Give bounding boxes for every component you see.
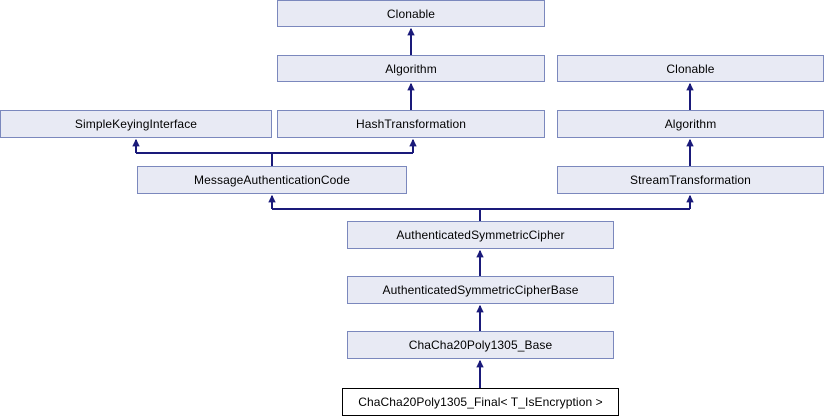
class-node-clonable-top[interactable]: Clonable	[277, 0, 545, 27]
class-node-messageauthenticationcode[interactable]: MessageAuthenticationCode	[137, 166, 407, 194]
class-node-label: Algorithm	[664, 117, 717, 131]
class-node-label: StreamTransformation	[630, 173, 751, 187]
class-node-label: SimpleKeyingInterface	[74, 117, 198, 131]
class-node-clonable-right[interactable]: Clonable	[557, 55, 824, 82]
class-node-algorithm-right[interactable]: Algorithm	[557, 110, 824, 138]
class-node-algorithm-mid[interactable]: Algorithm	[277, 55, 545, 82]
class-node-label: Clonable	[666, 61, 715, 76]
class-node-chacha20poly1305-base[interactable]: ChaCha20Poly1305_Base	[347, 331, 614, 359]
class-node-simplekeyinginterface[interactable]: SimpleKeyingInterface	[0, 110, 272, 138]
class-node-authenticatedsymmetriccipher[interactable]: AuthenticatedSymmetricCipher	[347, 221, 614, 249]
class-node-label: AuthenticatedSymmetricCipherBase	[382, 283, 579, 297]
class-node-authenticatedsymmetriccipherbase[interactable]: AuthenticatedSymmetricCipherBase	[347, 276, 614, 304]
class-node-label: HashTransformation	[355, 117, 467, 131]
class-node-chacha20poly1305-final[interactable]: ChaCha20Poly1305_Final< T_IsEncryption >	[342, 388, 619, 416]
class-node-label: MessageAuthenticationCode	[194, 173, 350, 187]
class-node-label: ChaCha20Poly1305_Final< T_IsEncryption >	[358, 395, 603, 409]
class-node-streamtransformation[interactable]: StreamTransformation	[557, 166, 824, 194]
class-node-label: Algorithm	[385, 61, 437, 76]
class-node-label: ChaCha20Poly1305_Base	[408, 338, 553, 352]
class-node-label: AuthenticatedSymmetricCipher	[396, 228, 565, 242]
class-node-label: Clonable	[386, 6, 436, 21]
class-node-hashtransformation[interactable]: HashTransformation	[277, 110, 545, 138]
